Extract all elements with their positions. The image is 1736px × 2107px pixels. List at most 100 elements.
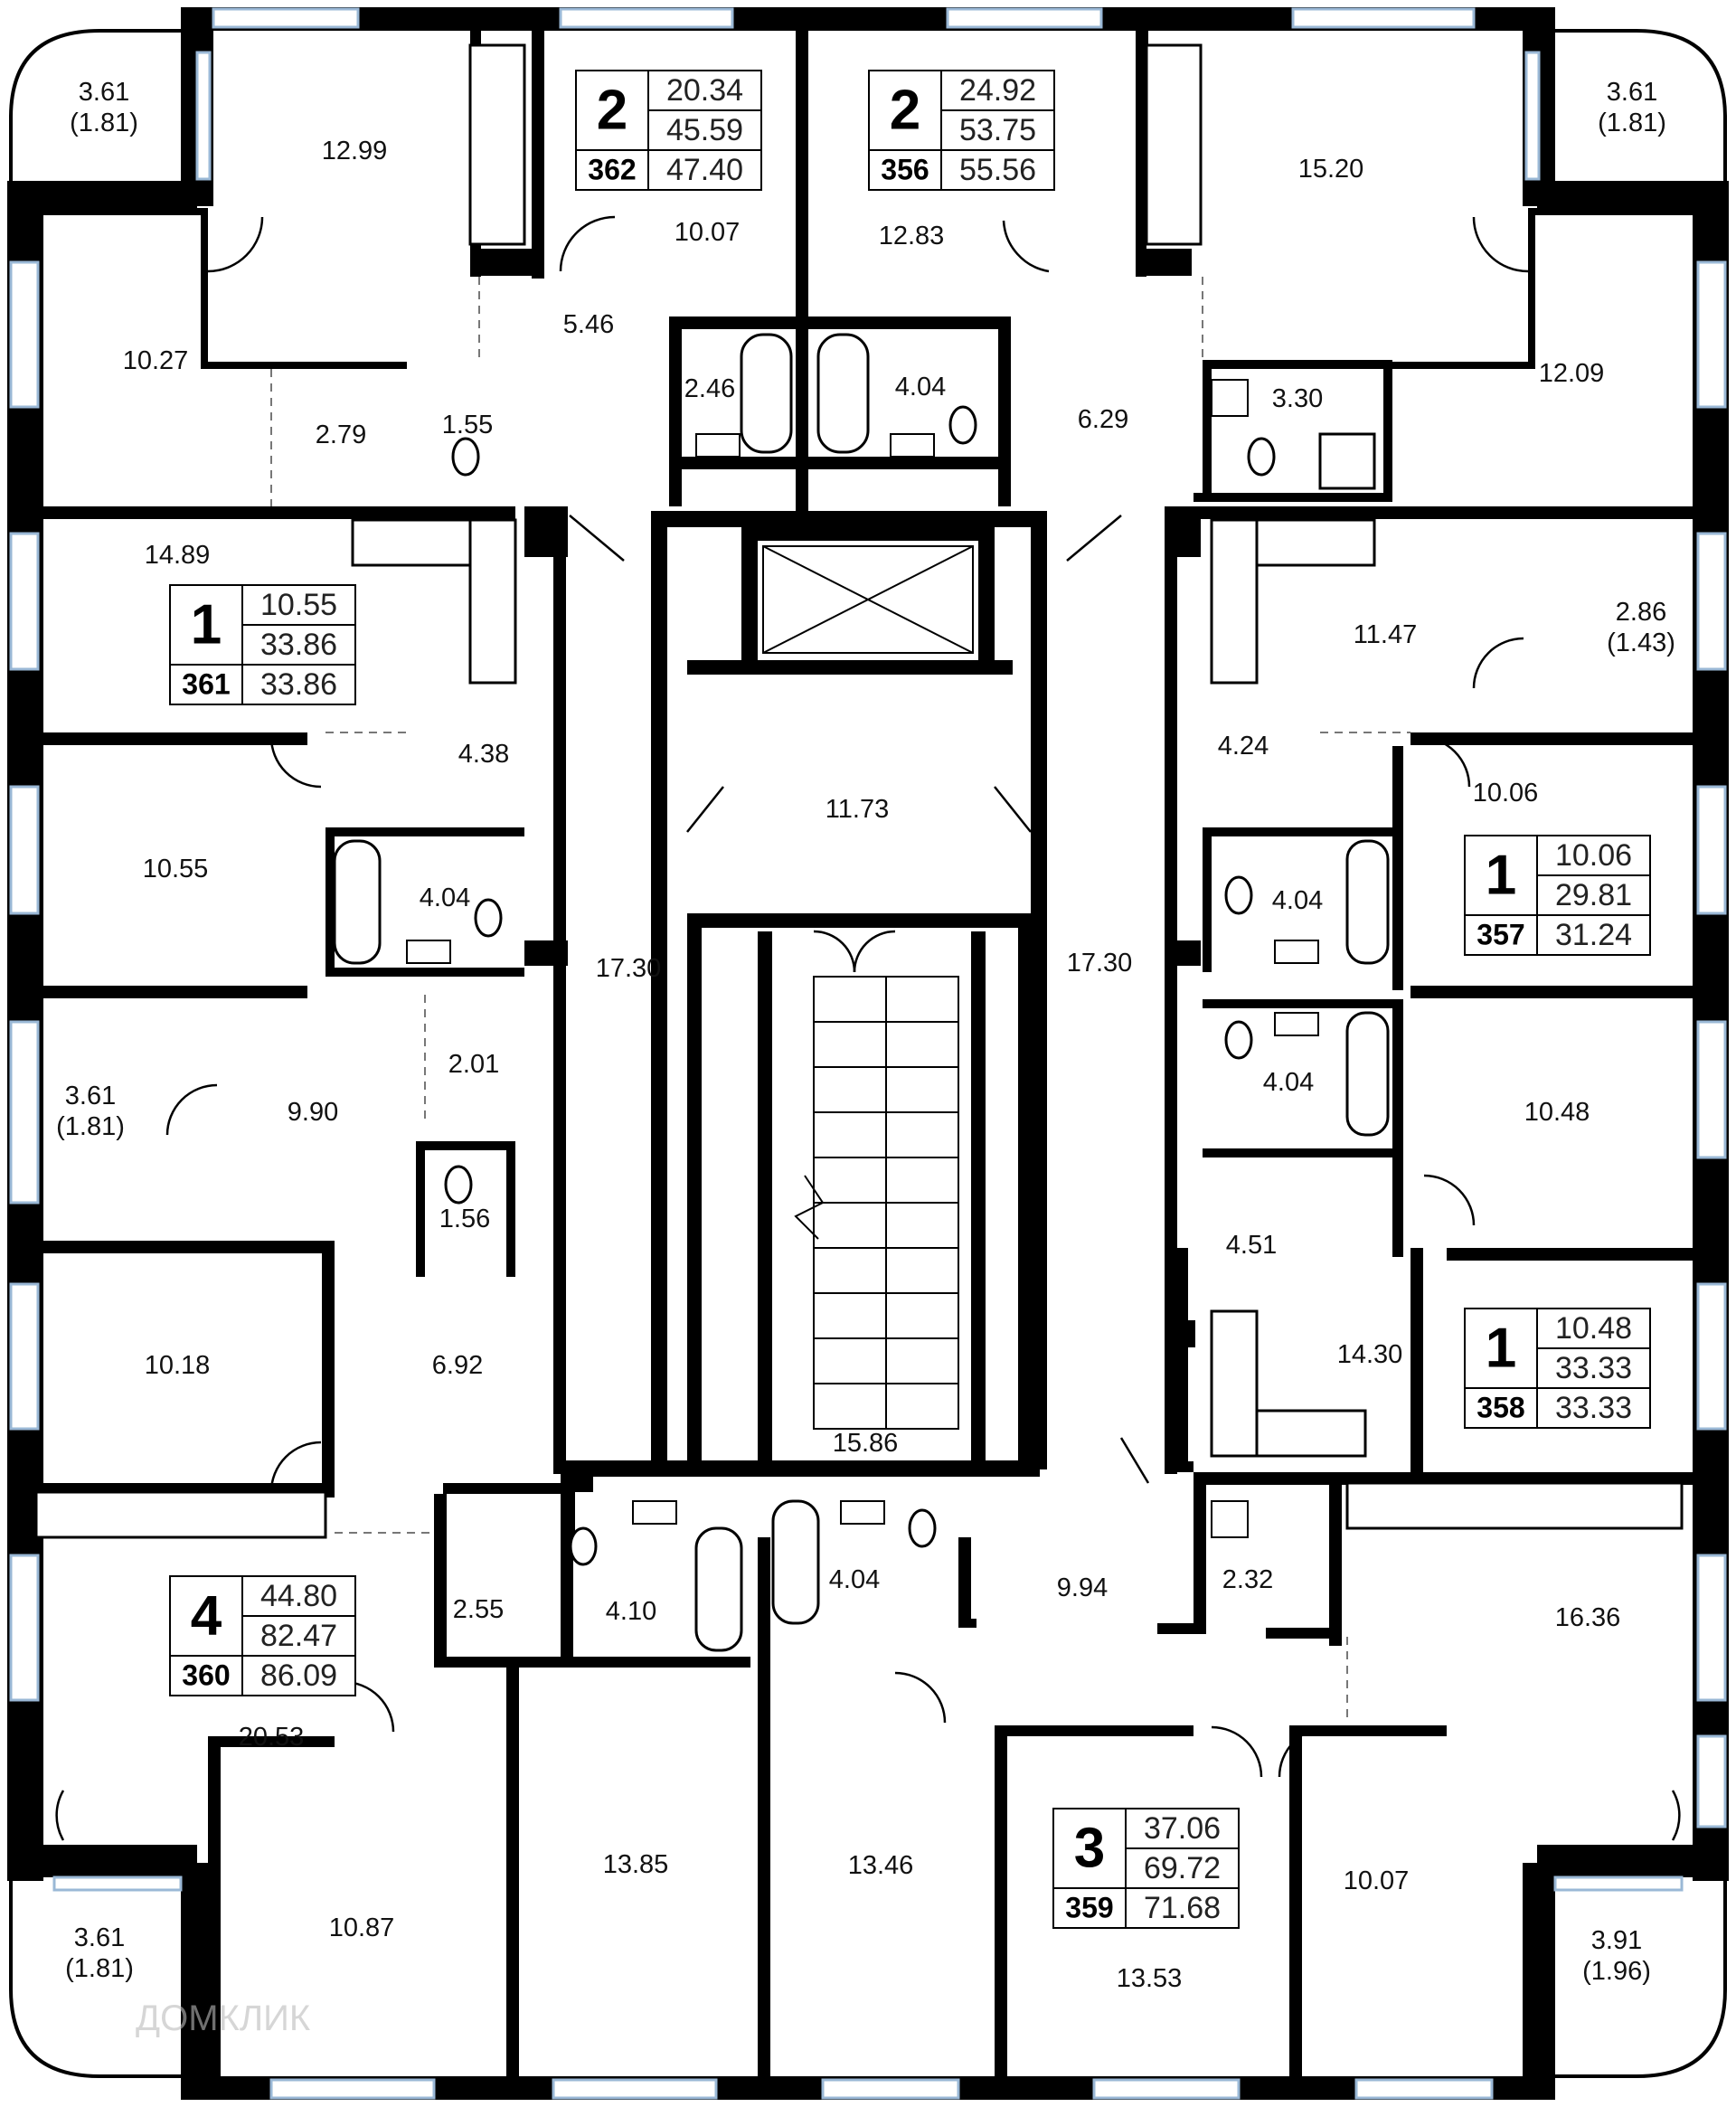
apt-356-total-with-balcony: 55.56 [959, 153, 1036, 187]
apt-356-total: 53.75 [959, 113, 1036, 147]
doors [55, 215, 1681, 1841]
room-area-r24: 4.04 [420, 883, 470, 912]
room-area-r21: 4.24 [1218, 732, 1269, 761]
room-area-r48: 10.07 [1344, 1866, 1410, 1895]
room-area-r41: 4.04 [829, 1565, 880, 1594]
apt-359-total: 69.72 [1144, 1851, 1221, 1885]
apt-362-number: 362 [588, 153, 636, 185]
room-area-r47: 13.46 [848, 1851, 914, 1880]
apt-356-room-count: 2 [890, 79, 920, 141]
apt-362-total-with-balcony: 47.40 [666, 153, 743, 187]
apt-360-total: 82.47 [260, 1619, 337, 1653]
apt-360-number: 360 [182, 1658, 230, 1691]
room-area-r7: 10.27 [123, 346, 189, 375]
room-area-r2: 12.99 [322, 137, 388, 165]
room-area-r16: 14.89 [145, 541, 211, 570]
zone-dividers [270, 277, 1410, 1718]
apt-357-total: 29.81 [1555, 878, 1632, 912]
room-area-r38: 15.86 [833, 1429, 899, 1458]
room-area-r8: 5.46 [563, 310, 614, 339]
apt-361-total: 33.86 [260, 628, 337, 662]
sanitary-fixtures [333, 333, 1390, 1652]
room-area-r32: 10.48 [1524, 1098, 1590, 1127]
apt-356-info: 2 356 24.92 53.75 55.56 [868, 70, 1055, 191]
room-area-r39: 2.55 [453, 1595, 504, 1624]
apt-357-number: 357 [1477, 918, 1524, 950]
room-area-r49: 10.87 [329, 1913, 395, 1942]
interior-walls [36, 7, 1700, 2082]
watermark-text: ДОМКЛИК [136, 1998, 311, 2038]
apt-360-info: 4 360 44.80 82.47 86.09 [169, 1575, 356, 1696]
apt-359-total-with-balcony: 71.68 [1144, 1891, 1221, 1925]
room-area-r50: 13.53 [1117, 1964, 1183, 1993]
room-area-r20: 11.73 [826, 795, 889, 824]
room-area-r36: 6.92 [432, 1351, 483, 1380]
room-area-r5: 15.20 [1298, 155, 1364, 184]
room-area-r40: 4.10 [606, 1597, 656, 1626]
apt-358-total: 33.33 [1555, 1351, 1632, 1385]
room-area-r15: 12.09 [1539, 359, 1605, 388]
room-area-r27: 17.30 [1067, 949, 1133, 978]
apt-357-total-with-balcony: 31.24 [1555, 918, 1632, 952]
kitchen-counters [34, 43, 1684, 1539]
apt-360-total-with-balcony: 86.09 [260, 1658, 337, 1693]
windows [9, 7, 1727, 2100]
apt-360-room-count: 4 [191, 1584, 222, 1647]
room-area-r51: 3.61(1.81) [65, 1923, 134, 1983]
apt-359-info: 3 359 37.06 69.72 71.68 [1052, 1808, 1240, 1929]
apt-359-number: 359 [1065, 1891, 1113, 1923]
room-area-r43: 2.32 [1222, 1565, 1273, 1594]
room-area-r30: 2.01 [448, 1050, 499, 1079]
apt-358-living: 10.48 [1555, 1311, 1632, 1346]
apt-359-living: 37.06 [1144, 1811, 1221, 1846]
room-area-r46: 13.85 [603, 1850, 669, 1879]
apt-356-number: 356 [881, 153, 929, 185]
room-area-r35: 10.18 [145, 1351, 211, 1380]
room-area-r29: 9.90 [288, 1098, 338, 1127]
room-area-r42: 9.94 [1057, 1573, 1108, 1602]
apt-357-room-count: 1 [1486, 844, 1516, 906]
apt-358-room-count: 1 [1486, 1317, 1516, 1379]
staircase [794, 976, 959, 1430]
apt-359-room-count: 3 [1074, 1817, 1105, 1879]
room-area-r17: 11.47 [1354, 620, 1417, 649]
room-area-r22: 10.06 [1473, 779, 1539, 808]
room-area-r33: 1.56 [439, 1205, 490, 1233]
room-area-r11: 2.46 [684, 374, 735, 403]
room-area-r28: 3.61(1.81) [56, 1082, 125, 1141]
apt-362-total: 45.59 [666, 113, 743, 147]
room-area-r13: 6.29 [1078, 405, 1128, 434]
room-area-r18: 2.86(1.43) [1607, 598, 1675, 657]
room-area-labels: 3.61(1.81) 12.99 10.07 12.83 15.20 3.61(1.81)… [56, 78, 1675, 1993]
room-area-r45: 20.53 [239, 1723, 305, 1752]
room-area-r52: 3.91(1.96) [1582, 1926, 1651, 1986]
apt-361-number: 361 [182, 667, 230, 700]
room-area-r12: 4.04 [895, 373, 946, 402]
apt-357-info: 1 357 10.06 29.81 31.24 [1464, 835, 1651, 956]
room-area-r23: 10.55 [143, 855, 209, 883]
room-area-r4: 12.83 [879, 222, 945, 250]
room-area-r25: 4.04 [1272, 886, 1323, 915]
apt-358-total-with-balcony: 33.33 [1555, 1391, 1632, 1425]
room-area-r37: 14.30 [1337, 1340, 1403, 1369]
room-area-r9: 2.79 [316, 420, 366, 449]
room-area-r44: 16.36 [1555, 1603, 1621, 1632]
room-area-r26: 17.30 [596, 954, 662, 983]
corner-balconies [9, 29, 1727, 2078]
apt-356-living: 24.92 [959, 73, 1036, 108]
apt-361-living: 10.55 [260, 588, 337, 622]
room-area-r6: 3.61(1.81) [1598, 78, 1666, 137]
room-area-r19: 4.38 [458, 740, 509, 769]
apartment-info-boxes: 236220.3445.5947.40235624.9253.7555.5613… [169, 70, 1651, 1929]
apt-360-living: 44.80 [260, 1579, 337, 1613]
apt-361-room-count: 1 [191, 593, 222, 656]
elevator-shaft [762, 545, 974, 654]
room-area-r34: 4.51 [1226, 1231, 1277, 1260]
apt-362-room-count: 2 [597, 79, 627, 141]
apt-357-living: 10.06 [1555, 838, 1632, 873]
room-area-r31: 4.04 [1263, 1068, 1314, 1097]
